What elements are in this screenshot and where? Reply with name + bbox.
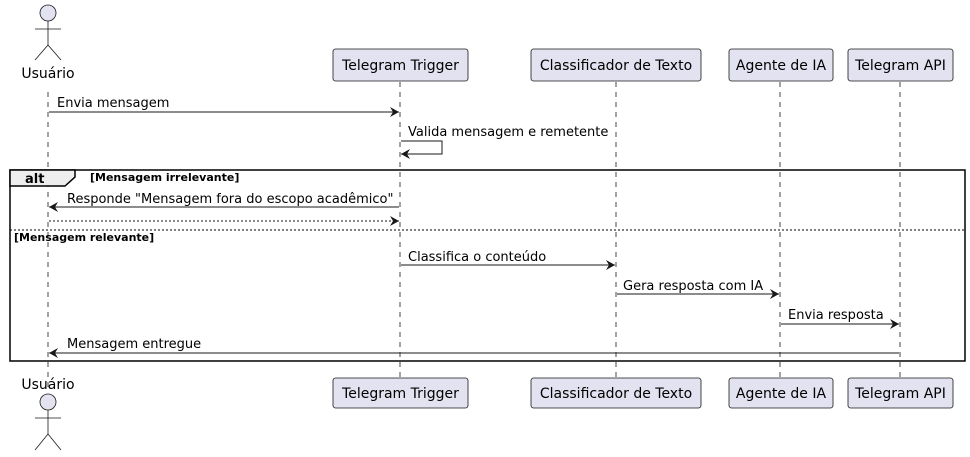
participant-api-bottom: Telegram API [854, 386, 946, 402]
user-actor-icon [34, 4, 62, 61]
participant-agent-box-bottom [728, 377, 834, 409]
participant-classifier-top: Classificador de Texto [540, 58, 692, 74]
alt-operator: alt [25, 172, 44, 187]
participant-trigger-box-bottom [332, 377, 469, 409]
participant-agent-bottom: Agente de IA [736, 386, 827, 402]
message-label-2: Valida mensagem e remetente [408, 125, 608, 140]
participant-trigger-bottom: Telegram Trigger [341, 386, 459, 402]
participant-user-top: Usuário [21, 66, 74, 82]
message-label-6: Gera resposta com IA [623, 279, 763, 294]
alt-guard-1: [Mensagem irrelevante] [90, 171, 239, 184]
participant-user-bottom: Usuário [21, 377, 74, 393]
message-label-8: Mensagem entregue [67, 337, 201, 352]
participant-api-box-top [847, 48, 954, 82]
participant-trigger-top: Telegram Trigger [341, 58, 459, 74]
message-label-3: Responde "Mensagem fora do escopo acadêm… [67, 192, 393, 207]
message-label-7: Envia resposta [788, 308, 884, 323]
alt-fragment-tab [9, 169, 76, 187]
message-arrow-2 [401, 140, 443, 159]
participant-classifier-box-top [530, 48, 702, 82]
participant-api-box-bottom [847, 377, 954, 409]
user-actor-icon-bottom [34, 393, 62, 451]
message-label-5: Classifica o conteúdo [408, 250, 546, 265]
alt-guard-2: [Mensagem relevante] [14, 231, 154, 244]
participant-trigger-box-top [332, 48, 469, 82]
participant-classifier-box-bottom [530, 377, 702, 409]
message-label-1: Envia mensagem [57, 96, 169, 111]
participant-agent-box-top [728, 48, 834, 82]
participant-agent-top: Agente de IA [736, 58, 827, 74]
participant-classifier-bottom: Classificador de Texto [540, 386, 692, 402]
alt-fragment [9, 169, 966, 362]
participant-api-top: Telegram API [854, 58, 946, 74]
